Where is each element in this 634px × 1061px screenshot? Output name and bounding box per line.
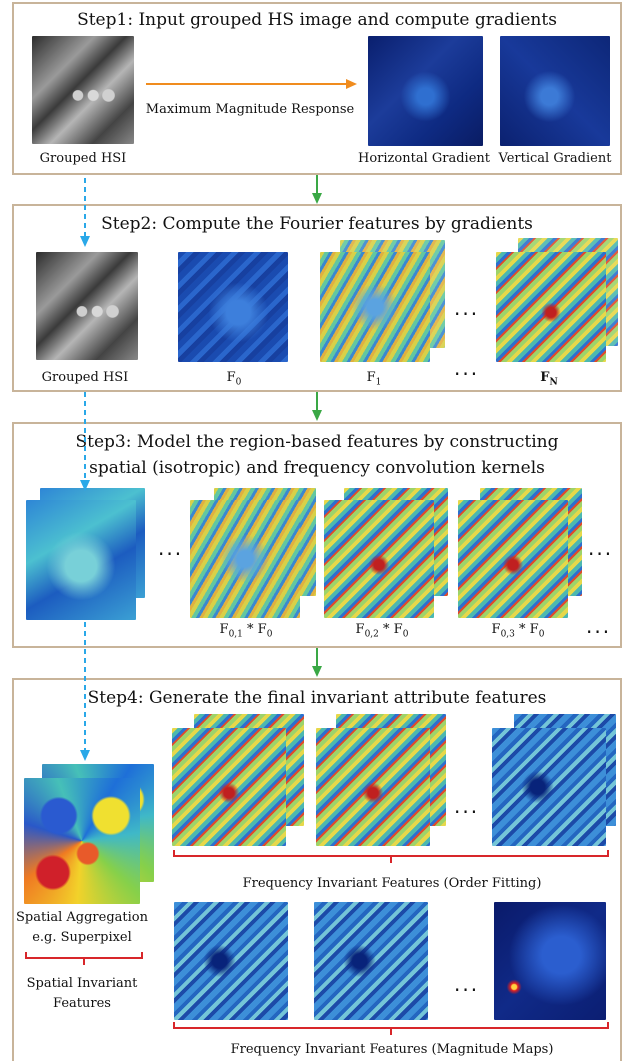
step3-title-line2: spatial (isotropic) and frequency convol… <box>89 458 545 478</box>
mag3-image <box>494 902 606 1020</box>
green-arrow-2 <box>312 392 322 421</box>
ellipsis-2a: ··· <box>454 302 480 326</box>
spatial-inv-line1: Spatial Invariant <box>26 976 138 991</box>
step2-title: Step2: Compute the Fourier features by g… <box>101 214 533 234</box>
blue-dashed-arrow-1 <box>80 178 90 247</box>
f1-image <box>320 252 430 362</box>
superpixel-image <box>24 778 140 904</box>
vertical-gradient-label: Vertical Gradient <box>498 151 612 166</box>
ellipsis-4b: ··· <box>454 978 480 1002</box>
grouped-hsi-label-2: Grouped HSI <box>41 370 129 385</box>
f0-image <box>178 252 288 362</box>
spatial-agg-line2: e.g. Superpixel <box>32 930 132 945</box>
conv3-label: F0,3 * F0 <box>491 622 545 640</box>
freq-order-label: Frequency Invariant Features (Order Fitt… <box>242 876 542 891</box>
orange-arrow <box>146 79 357 89</box>
green-arrow-1 <box>312 175 322 204</box>
mag2-image <box>314 902 428 1020</box>
max-magnitude-label: Maximum Magnitude Response <box>145 102 355 117</box>
grouped-hsi-image-2 <box>36 252 138 360</box>
mag1-image <box>174 902 288 1020</box>
ellipsis-4a: ··· <box>454 800 480 824</box>
fn-label: FN <box>540 370 558 388</box>
blue-dashed-arrow-2 <box>80 392 90 491</box>
vertical-gradient-image <box>500 36 610 146</box>
ellipsis-3a: ··· <box>158 542 184 566</box>
green-arrow-3 <box>312 648 322 677</box>
step4-title: Step4: Generate the final invariant attr… <box>87 688 547 708</box>
conv1-label: F0,1 * F0 <box>219 622 273 640</box>
conv2-label: F0,2 * F0 <box>355 622 409 640</box>
spatial-red-bracket <box>25 952 143 965</box>
step1-title: Step1: Input grouped HS image and comput… <box>77 10 557 30</box>
spatial-agg-line1: Spatial Aggregation <box>16 910 148 925</box>
spatial-inv-line2: Features <box>53 996 111 1011</box>
conv2-image <box>324 500 434 618</box>
order3-image <box>492 728 606 846</box>
order-red-bracket <box>173 850 609 863</box>
order1-image <box>172 728 286 846</box>
conv3-image <box>458 500 568 618</box>
fn-image <box>496 252 606 362</box>
region-image <box>26 500 136 620</box>
mag-red-bracket <box>173 1022 609 1035</box>
order2-image <box>316 728 430 846</box>
blue-dashed-arrow-3 <box>80 622 90 761</box>
step2-panel: Step2: Compute the Fourier features by g… <box>12 204 622 392</box>
ellipsis-3c: ··· <box>586 620 612 644</box>
step3-panel: Step3: Model the region-based features b… <box>12 422 622 648</box>
f0-label: F0 <box>226 370 242 388</box>
freq-mag-label: Frequency Invariant Features (Magnitude … <box>230 1042 554 1057</box>
horizontal-gradient-label: Horizontal Gradient <box>358 151 490 166</box>
conv1-image <box>190 500 300 618</box>
step1-panel: Step1: Input grouped HS image and comput… <box>12 2 622 175</box>
ellipsis-2b: ··· <box>454 362 480 386</box>
grouped-hsi-label: Grouped HSI <box>39 151 127 166</box>
ellipsis-3b: ··· <box>588 542 614 566</box>
f1-label: F1 <box>366 370 382 388</box>
grouped-hsi-image <box>32 36 134 144</box>
step4-panel: Step4: Generate the final invariant attr… <box>12 678 622 1061</box>
horizontal-gradient-image <box>368 36 483 146</box>
step3-title-line1: Step3: Model the region-based features b… <box>75 432 559 452</box>
